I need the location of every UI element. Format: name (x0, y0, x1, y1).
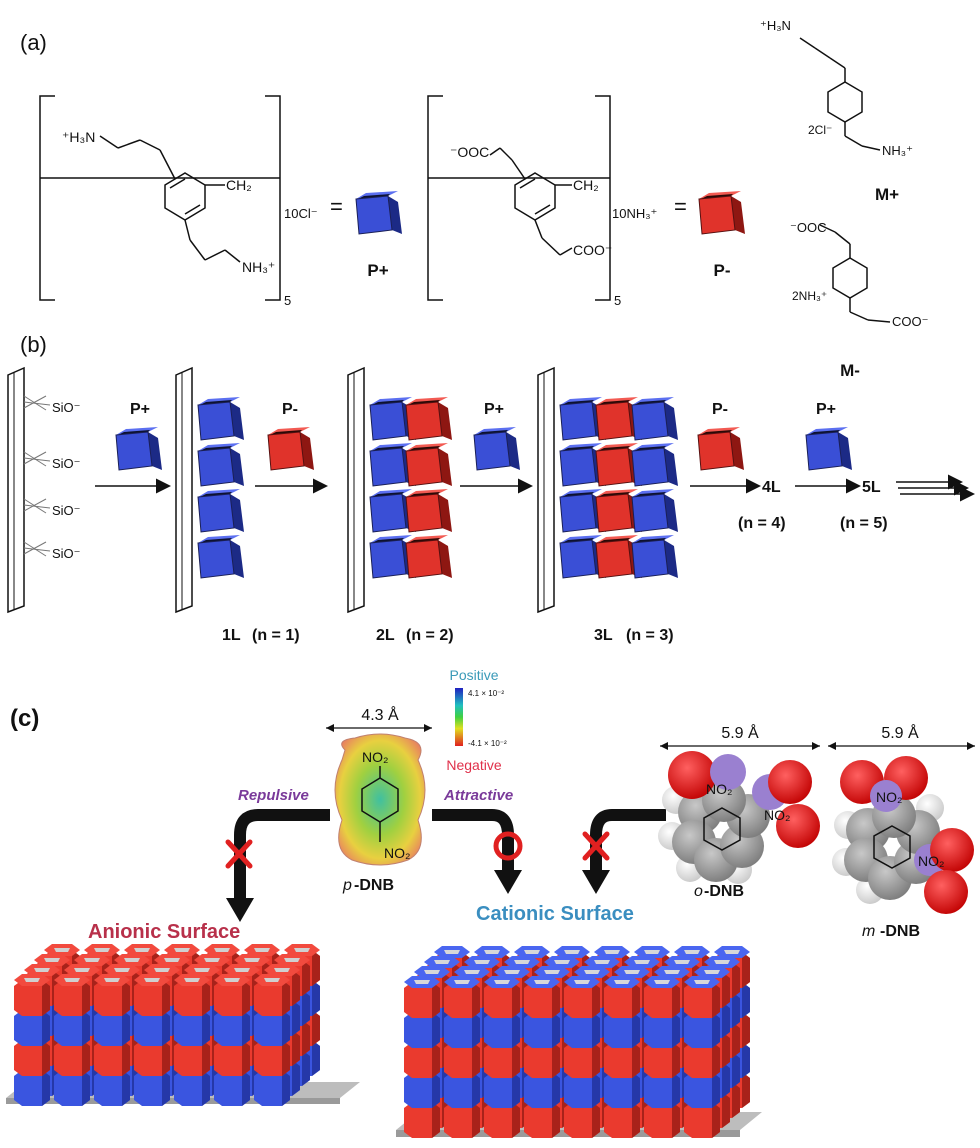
attractive-label: Attractive (443, 787, 513, 804)
cationic-surface-label: Cationic Surface (476, 903, 634, 925)
layer-2l-tag: 2L (376, 627, 395, 644)
step-1-cube-icon (115, 426, 163, 471)
pplus-repeat: 5 (284, 293, 291, 308)
pdnb-prefix: p (342, 877, 352, 894)
mplus-name: M+ (875, 185, 899, 204)
mminus-structure (819, 224, 891, 323)
pplus-structure (39, 95, 281, 301)
pminus-equals: = (674, 194, 687, 219)
repulsive-arrow (234, 809, 330, 900)
pdnb-no2-bottom: NO₂ (384, 845, 410, 861)
odnb-molecule (658, 751, 820, 884)
mplus-structure (799, 37, 881, 151)
step-5-cube-icon (805, 426, 853, 471)
step-5-label: P+ (816, 401, 836, 418)
anionic-surface-label: Anionic Surface (88, 921, 240, 943)
step-4-label: P- (712, 401, 728, 418)
odnb-width: 5.9 Å (721, 723, 759, 742)
repulsive-label: Repulsive (238, 787, 309, 804)
pminus-right-carboxylate: COO⁻ (573, 242, 612, 258)
pminus-left-carboxylate: ⁻OOC (450, 144, 489, 160)
mdnb-prefix: m (862, 923, 875, 940)
layer-1l-assembly (175, 366, 245, 614)
esp-color-scale (455, 688, 463, 746)
mminus-top-carboxylate: ⁻OOC (790, 220, 826, 235)
layer-3l-assembly (537, 366, 679, 614)
surface-group-1: SiO⁻ (52, 400, 81, 415)
surface-group-3: SiO⁻ (52, 503, 81, 518)
pdnb-width: 4.3 Å (361, 705, 399, 724)
mdnb-name: -DNB (880, 923, 920, 940)
odnb-no2-a: NO₂ (706, 781, 732, 797)
panel-c-label: (c) (10, 705, 39, 732)
pminus-name: P- (714, 261, 731, 280)
step-2-label: P- (282, 401, 298, 418)
mminus-counter-ion: 2NH₃⁺ (792, 289, 827, 303)
pplus-ch2: CH₂ (226, 177, 252, 193)
pdnb-name: -DNB (354, 877, 394, 894)
mplus-top-amine: ⁺H₃N (760, 18, 791, 33)
mdnb-width: 5.9 Å (881, 723, 919, 742)
mplus-counter-ion: 2Cl⁻ (808, 123, 832, 137)
step-1-label: P+ (130, 401, 150, 418)
layer-1l-tag: 1L (222, 627, 241, 644)
step-3-cube-icon (473, 426, 521, 471)
pdnb-esp-molecule (334, 733, 426, 866)
odnb-name: -DNB (704, 883, 744, 900)
mdnb-no2-a: NO₂ (876, 789, 902, 805)
pplus-cube-icon (355, 190, 403, 235)
pplus-equals: = (330, 194, 343, 219)
pplus-counter-ion: 10Cl⁻ (284, 206, 318, 221)
odnb-x-mark (582, 831, 610, 861)
layer-3l-tag: 3L (594, 627, 613, 644)
mminus-bottom-carboxylate: COO⁻ (892, 314, 928, 329)
cationic-surface-array (396, 946, 762, 1138)
odnb-prefix: o (694, 883, 703, 900)
continue-arrows (896, 474, 975, 502)
layer-3l-n: (n = 3) (626, 627, 674, 644)
step-4-cube-icon (697, 426, 745, 471)
odnb-no2-b: NO₂ (764, 807, 790, 823)
step-2-cube-icon (267, 426, 315, 471)
mminus-name: M- (840, 361, 860, 380)
layer-5l-n: (n = 5) (840, 515, 888, 532)
layer-1l-n: (n = 1) (252, 627, 300, 644)
panel-b-label: (b) (20, 332, 47, 357)
layer-2l-assembly (347, 366, 453, 614)
scale-negative: Negative (446, 757, 501, 773)
surface-group-4: SiO⁻ (52, 546, 81, 561)
pminus-counter-ion: 10NH₃⁺ (612, 206, 657, 221)
scale-positive: Positive (449, 667, 498, 683)
mdnb-molecule (832, 756, 974, 914)
odnb-arrow (590, 809, 666, 872)
panel-a-label: (a) (20, 30, 47, 55)
surface-group-2: SiO⁻ (52, 456, 81, 471)
pdnb-no2-top: NO₂ (362, 749, 388, 765)
layer-5l-tag: 5L (862, 479, 881, 496)
layer-4l-n: (n = 4) (738, 515, 786, 532)
mdnb-no2-b: NO₂ (918, 853, 944, 869)
layer-2l-n: (n = 2) (406, 627, 454, 644)
pminus-cube-icon (698, 190, 746, 235)
layer-4l-tag: 4L (762, 479, 781, 496)
repulsive-x-mark (225, 839, 253, 869)
pplus-left-amine: ⁺H₃N (62, 129, 95, 145)
pminus-structure (427, 95, 611, 301)
pminus-ch2: CH₂ (573, 177, 599, 193)
scale-top-value: 4.1 × 10⁻² (468, 689, 504, 698)
scale-bottom-value: -4.1 × 10⁻² (468, 739, 507, 748)
anionic-surface-array (6, 944, 360, 1106)
pminus-repeat: 5 (614, 293, 621, 308)
silica-substrate (7, 366, 51, 614)
pplus-name: P+ (367, 261, 388, 280)
mplus-bottom-amine: NH₃⁺ (882, 143, 913, 158)
step-3-label: P+ (484, 401, 504, 418)
attractive-o-mark (493, 831, 523, 861)
pplus-right-amine: NH₃⁺ (242, 259, 275, 275)
